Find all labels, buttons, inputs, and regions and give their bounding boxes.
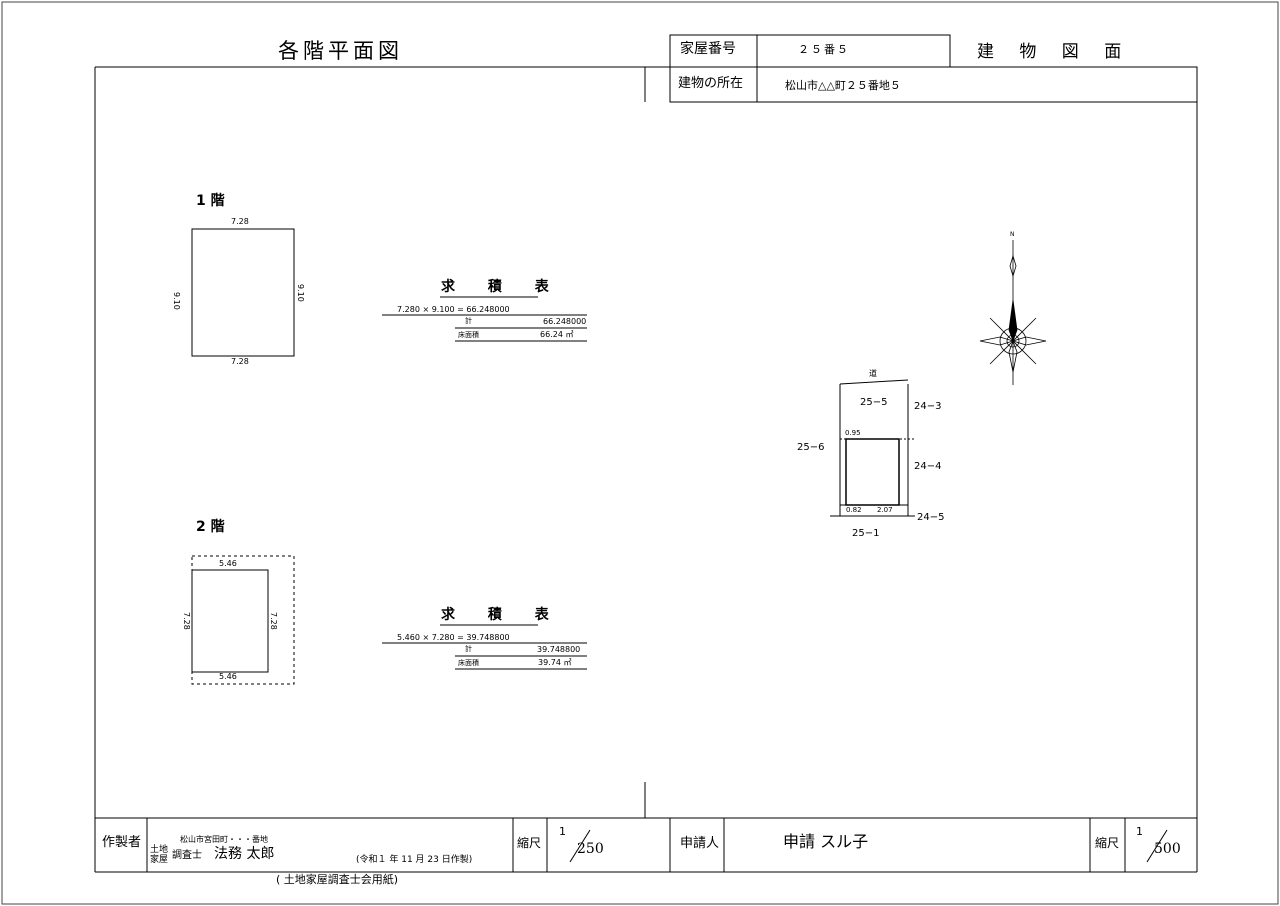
floor1-area-value: 66.24 ㎡ <box>540 330 574 339</box>
maker-title-bottom: 家屋 <box>150 855 169 865</box>
floor2-dim-left: 7.28 <box>182 612 191 630</box>
page-title: 各階平面図 <box>278 39 403 63</box>
house-number-label: 家屋番号 <box>680 41 736 57</box>
maker-date: (令和１ 年 11 月 23 日作製) <box>356 855 473 865</box>
paper-note: ( 土地家屋調査士会用紙) <box>276 873 399 886</box>
floor2-label: 2 階 <box>196 519 225 535</box>
lot-24-5: 24−5 <box>917 512 945 523</box>
scale-right-denominator: 500 <box>1154 841 1181 857</box>
floor1-dim-right: 9.10 <box>296 284 305 302</box>
maker-name: 法務 太郎 <box>214 846 275 862</box>
road-label: 道 <box>869 369 877 378</box>
floor1-calc-title: 求 積 表 <box>441 279 563 295</box>
house-number-value: ２５番５ <box>798 43 850 56</box>
floor1-dim-left: 9.10 <box>172 292 181 310</box>
floor1-label: 1 階 <box>196 193 225 209</box>
lot-25-6: 25−6 <box>797 442 825 453</box>
lot-24-3: 24−3 <box>914 401 942 412</box>
floor2-sum-label: 計 <box>465 645 472 653</box>
floor2-calc-title: 求 積 表 <box>441 607 563 623</box>
floor2-calc-expression: 5.460 × 7.280 = 39.748800 <box>397 633 510 642</box>
scale-left-denominator: 250 <box>577 841 604 857</box>
distance-0-95: 0.95 <box>845 429 861 437</box>
floor2-dim-bottom: 5.46 <box>219 672 237 681</box>
distance-0-82: 0.82 <box>846 506 862 514</box>
scale-label-left: 縮尺 <box>517 836 542 850</box>
maker-title-top: 土地 <box>150 845 169 855</box>
drawing-type-title: 建 物 図 面 <box>977 42 1132 62</box>
location-value: 松山市△△町２５番地５ <box>785 79 901 92</box>
lot-25-1: 25−1 <box>852 528 880 539</box>
maker-title-rest: 調査士 <box>172 850 202 861</box>
floor2-area-label: 床面積 <box>458 659 479 667</box>
floor2-sum-value: 39.748800 <box>537 645 581 654</box>
scale-label-right: 縮尺 <box>1095 836 1120 850</box>
scale-left-numerator: 1 <box>559 825 566 838</box>
maker-address: 松山市宮田町・・・番地 <box>180 835 268 844</box>
floor1-dim-top: 7.28 <box>231 217 249 226</box>
floor2-dim-right: 7.28 <box>269 612 278 630</box>
compass-rose-icon <box>979 240 1047 385</box>
lot-24-4: 24−4 <box>914 461 942 472</box>
lot-25-5: 25−5 <box>860 397 888 408</box>
scale-right-numerator: 1 <box>1136 825 1143 838</box>
floor1-calc-expression: 7.280 × 9.100 = 66.248000 <box>397 305 510 314</box>
floor1-area-label: 床面積 <box>458 331 479 339</box>
maker-label: 作製者 <box>102 835 142 850</box>
floor1-sum-value: 66.248000 <box>543 317 587 326</box>
floor1-dim-bottom: 7.28 <box>231 357 249 366</box>
floor2-dim-top: 5.46 <box>219 559 237 568</box>
floor1-sum-label: 計 <box>465 317 472 325</box>
applicant-label: 申請人 <box>680 836 720 851</box>
north-label: N <box>1010 231 1015 238</box>
location-label: 建物の所在 <box>678 76 744 91</box>
applicant-name: 申請 スル子 <box>783 832 869 851</box>
distance-2-07: 2.07 <box>877 506 893 514</box>
floor2-area-value: 39.74 ㎡ <box>538 658 572 667</box>
